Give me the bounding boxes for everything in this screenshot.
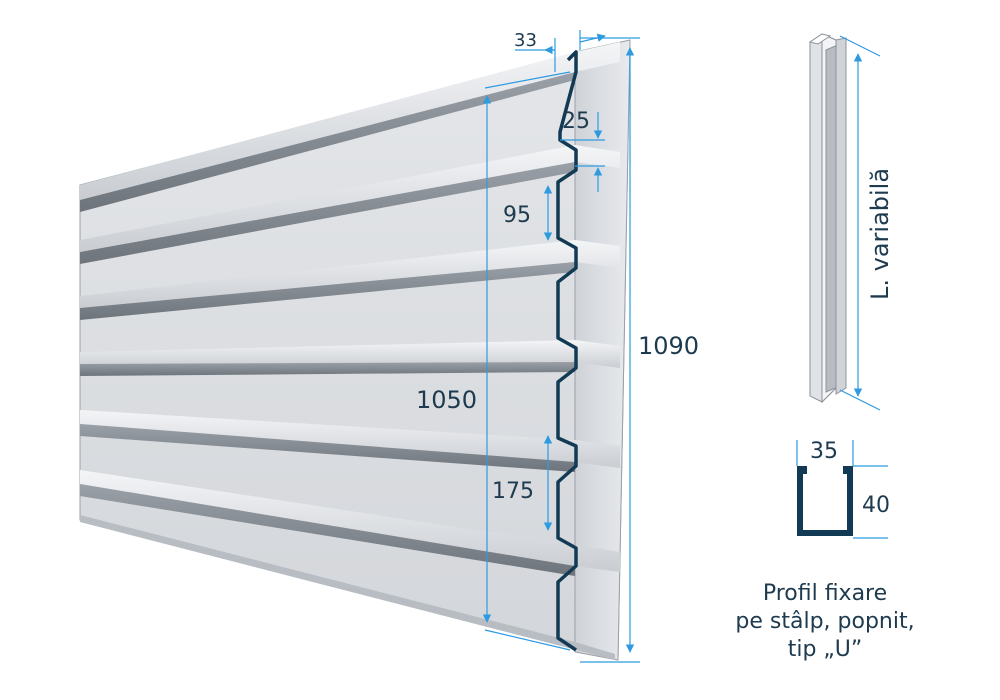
label-useful-height: 1050 xyxy=(416,386,477,414)
label-rib-height: 25 xyxy=(562,109,590,134)
corrugated-panel xyxy=(79,39,631,661)
u-profile-length-dimension xyxy=(839,35,881,411)
caption-line-2: pe stâlp, popnit, xyxy=(735,609,915,634)
u-profile-section-dimensions xyxy=(796,440,888,539)
label-profile-width: 35 xyxy=(810,439,838,464)
label-total-height: 1090 xyxy=(638,332,699,360)
panel-dimensions xyxy=(482,30,640,663)
label-profile-length: L. variabilă xyxy=(866,168,894,300)
label-profile-height: 40 xyxy=(862,493,890,518)
u-profile-section xyxy=(797,466,853,536)
label-top-width: 33 xyxy=(514,30,537,51)
caption-line-1: Profil fixare xyxy=(762,581,888,606)
u-profile-caption: Profil fixare pe stâlp, popnit, tip „U” xyxy=(700,580,950,664)
label-pitch-large: 175 xyxy=(492,479,534,504)
u-profile-3d xyxy=(808,33,847,404)
caption-line-3: tip „U” xyxy=(787,637,863,662)
label-pitch-small: 95 xyxy=(503,203,531,228)
panel-section-profile xyxy=(556,50,578,652)
